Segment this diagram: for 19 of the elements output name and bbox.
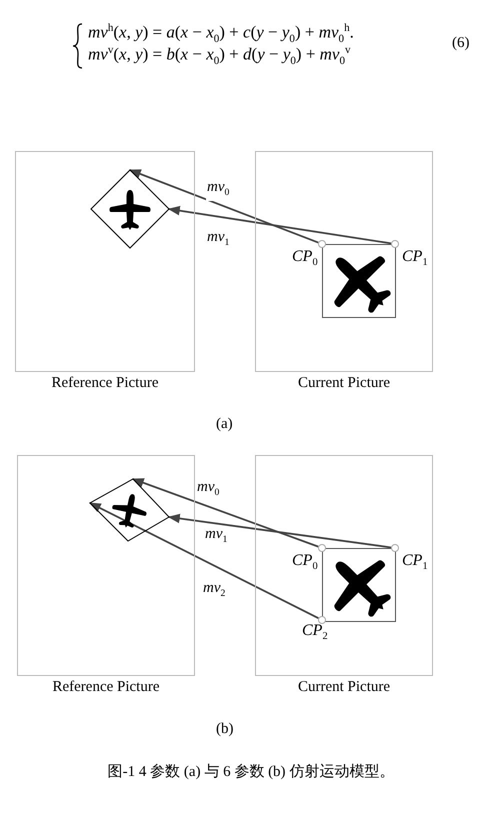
picture-caption: Reference Picture	[51, 375, 159, 392]
figure-caption: 图-1 4 参数 (a) 与 6 参数 (b) 仿射运动模型。	[108, 764, 394, 780]
picture-caption: Current Picture	[298, 375, 390, 392]
subfigure-label: (b)	[216, 721, 234, 738]
control-point-label: CP$_{0}$	[292, 552, 318, 574]
control-point-label: CP$_{1}$	[402, 248, 428, 270]
picture-caption: Current Picture	[298, 679, 390, 696]
equation-number: (6)	[452, 35, 470, 52]
motion-vector-arrow	[168, 206, 392, 244]
control-point-label: CP$_{0}$	[292, 248, 318, 270]
motion-vector-arrow	[132, 478, 319, 548]
subfigure-label: (a)	[216, 416, 233, 433]
motion-vector-arrow	[168, 514, 392, 548]
picture-caption: Reference Picture	[52, 679, 160, 696]
motion-vector-arrow	[88, 502, 319, 619]
motion-vector-arrow	[128, 169, 319, 244]
control-point-label: CP$_{1}$	[402, 552, 428, 574]
equation-line: mv$^{h}$(x, y) = a(x − x$_{0}$) + c(y − y$_{0}$) + mv$_{0}$$^{h}$.	[88, 21, 354, 48]
control-point-label: CP$_{2}$	[302, 622, 328, 644]
